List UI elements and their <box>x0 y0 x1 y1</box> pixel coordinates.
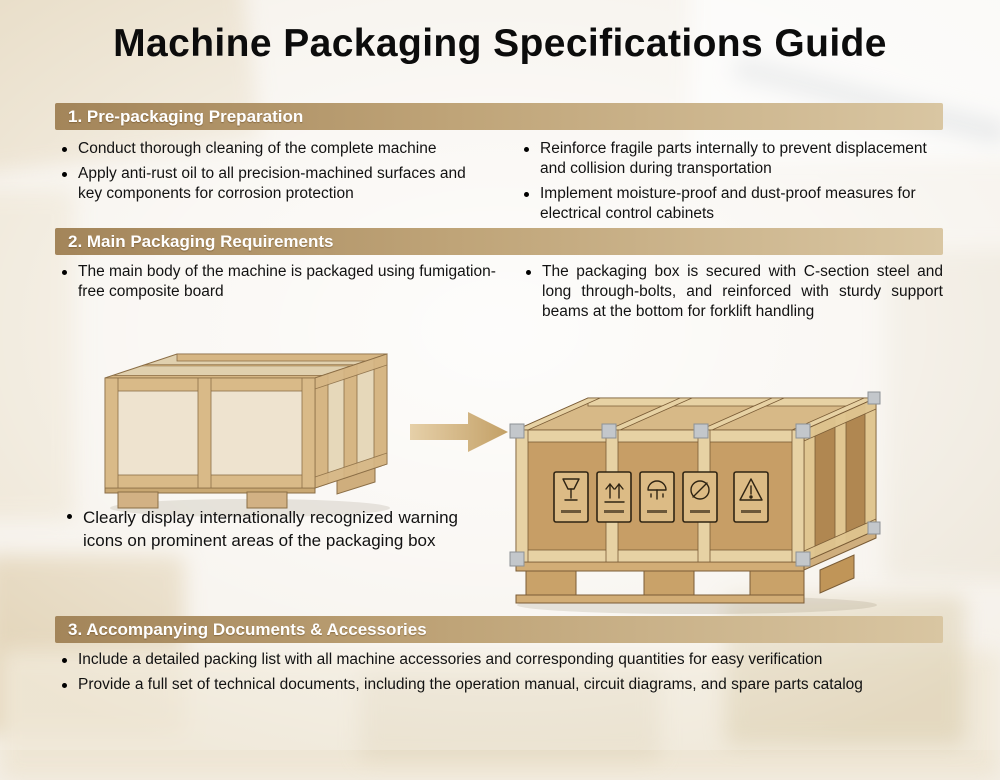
list-item: Include a detailed packing list with all… <box>55 650 945 670</box>
fragile-icon <box>553 471 589 523</box>
this-way-up-icon <box>596 471 632 523</box>
bullet-icon <box>524 147 529 152</box>
metal-corner-brackets <box>509 391 881 567</box>
keep-dry-icon <box>639 471 675 523</box>
bullet-text: The main body of the machine is packaged… <box>78 263 496 300</box>
section-1-heading: 1. Pre-packaging Preparation <box>68 107 304 126</box>
list-item: Provide a full set of technical document… <box>55 675 945 695</box>
section-1-header-bar: 1. Pre-packaging Preparation <box>55 103 943 130</box>
bullet-icon <box>67 514 72 519</box>
list-item: Conduct thorough cleaning of the complet… <box>55 139 481 159</box>
bullet-text: The packaging box is secured with C-sect… <box>542 263 943 320</box>
bullet-text: Implement moisture-proof and dust-proof … <box>540 185 916 222</box>
packaging-box-svg <box>509 391 881 614</box>
section-2-header-bar: 2. Main Packaging Requirements <box>55 228 943 255</box>
bullet-text: Provide a full set of technical document… <box>78 676 863 693</box>
section-1-left-column: Conduct thorough cleaning of the complet… <box>55 139 481 229</box>
section-3-header-bar: 3. Accompanying Documents & Accessories <box>55 616 943 643</box>
transform-arrow-icon <box>410 410 510 459</box>
bullet-icon <box>526 270 531 275</box>
bullet-icon <box>62 658 67 663</box>
packaging-box-with-warning-icons-image <box>502 350 892 620</box>
section-2-heading: 2. Main Packaging Requirements <box>68 232 334 251</box>
plain-wooden-crate-image <box>90 320 405 525</box>
do-not-roll-icon <box>682 471 718 523</box>
plain-wooden-crate-svg <box>104 353 390 517</box>
bullet-text: Reinforce fragile parts internally to pr… <box>540 140 927 177</box>
section-3-heading: 3. Accompanying Documents & Accessories <box>68 620 427 639</box>
bullet-text: Include a detailed packing list with all… <box>78 651 823 668</box>
section-2-left-bullet: The main body of the machine is packaged… <box>55 262 503 302</box>
bullet-text: Clearly display internationally recogniz… <box>83 508 458 550</box>
bullet-text: Conduct thorough cleaning of the complet… <box>78 140 437 157</box>
bullet-icon <box>62 147 67 152</box>
section-2-left-bottom-bullet: Clearly display internationally recogniz… <box>60 506 458 552</box>
section-1-content: Conduct thorough cleaning of the complet… <box>55 139 943 229</box>
section-2-right-bullet: The packaging box is secured with C-sect… <box>519 262 943 322</box>
bullet-icon <box>524 192 529 197</box>
section-3-content: Include a detailed packing list with all… <box>55 650 945 700</box>
bullet-icon <box>62 683 67 688</box>
bullet-text: Apply anti-rust oil to all precision-mac… <box>78 165 466 202</box>
bullet-icon <box>62 172 67 177</box>
list-item: Reinforce fragile parts internally to pr… <box>517 139 943 179</box>
page-title: Machine Packaging Specifications Guide <box>113 22 887 65</box>
list-item: Implement moisture-proof and dust-proof … <box>517 184 943 224</box>
bullet-icon <box>62 270 67 275</box>
list-item: Apply anti-rust oil to all precision-mac… <box>55 164 481 204</box>
warning-triangle-icon <box>733 471 769 523</box>
arrow-svg <box>410 412 508 452</box>
section-1-right-column: Reinforce fragile parts internally to pr… <box>517 139 943 229</box>
